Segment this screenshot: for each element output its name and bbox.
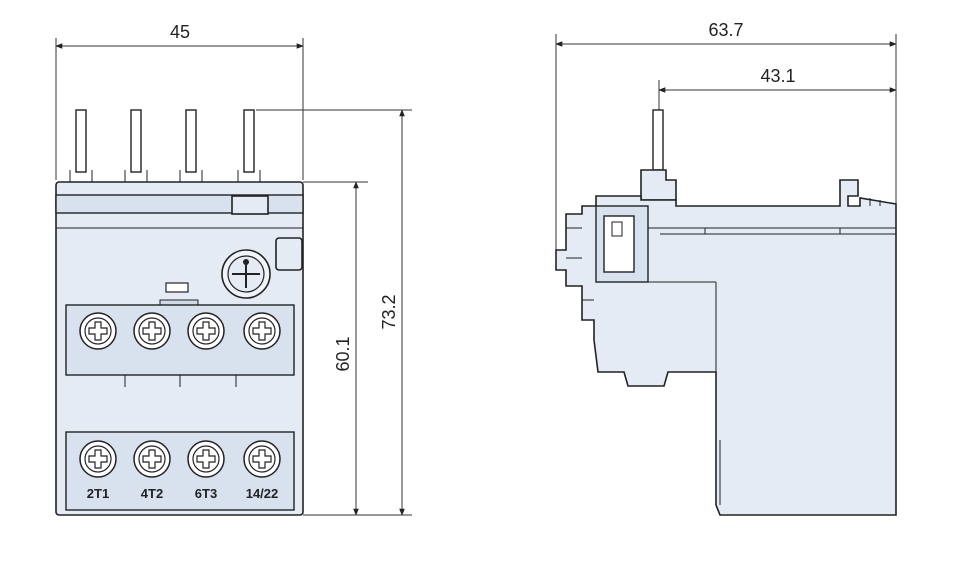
terminal-label-2t1: 2T1 (87, 486, 109, 501)
dim-label-front-total-height: 73.2 (379, 294, 399, 329)
dim-label-side-total-depth: 63.7 (708, 20, 743, 40)
lower-screws (79, 440, 281, 478)
front-pins (69, 109, 261, 182)
dim-label-front-body-height: 60.1 (333, 336, 353, 371)
dim-label-front-width: 45 (170, 22, 190, 42)
adjustment-dial-icon (221, 249, 271, 299)
terminal-label-14-22: 14/22 (246, 486, 279, 501)
terminal-label-4t2: 4T2 (141, 486, 163, 501)
front-view: 45 (55, 22, 412, 516)
reset-slot (165, 282, 189, 293)
side-view: 63.7 43.1 (555, 20, 897, 516)
upper-screws (79, 312, 281, 350)
dim-label-side-partial-depth: 43.1 (760, 66, 795, 86)
terminal-label-6t3: 6T3 (195, 486, 217, 501)
